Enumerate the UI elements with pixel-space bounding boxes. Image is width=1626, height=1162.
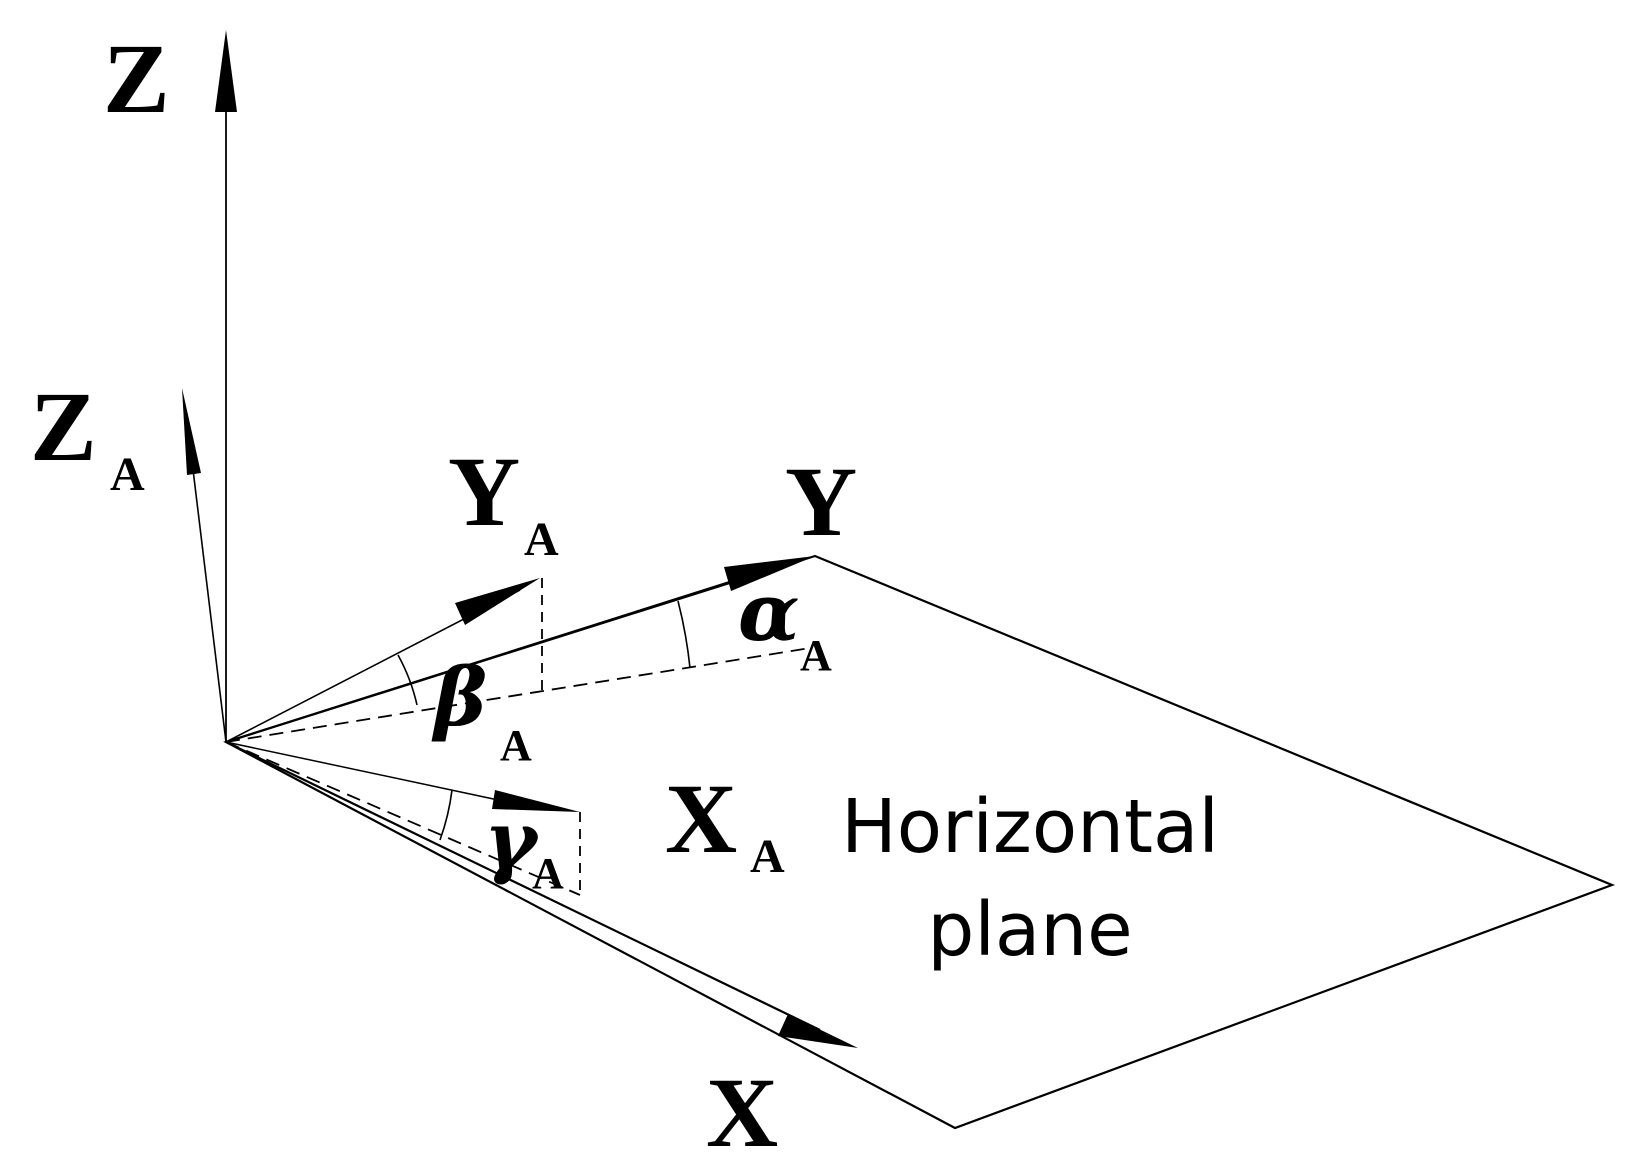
gamma-projection-dash	[225, 741, 581, 896]
xa-axis-label: X	[665, 763, 737, 874]
xa-axis-line	[225, 741, 546, 811]
y-axis-line	[225, 564, 781, 744]
beta-angle-subscript: A	[500, 721, 532, 770]
xa-axis-subscript: A	[750, 830, 785, 883]
z-axis-arrowhead	[215, 30, 237, 112]
xa-axis-arrowhead	[492, 790, 580, 812]
x-axis-arrowhead	[778, 1014, 858, 1048]
beta-angle-label: β	[431, 650, 487, 744]
gamma-angle-arc	[439, 789, 453, 841]
alpha-angle-label: α	[738, 565, 800, 659]
plane-label-line2: plane	[927, 887, 1132, 973]
za-axis-arrowhead	[182, 388, 201, 475]
plane-label-line1: Horizontal	[841, 784, 1219, 870]
ya-axis-label: Y	[448, 436, 520, 547]
ya-axis-arrowhead	[455, 578, 540, 625]
za-axis-subscript: A	[110, 448, 145, 501]
y-axis-arrowhead	[724, 556, 815, 591]
alpha-angle-subscript: A	[800, 631, 832, 680]
alpha-angle-arc	[677, 600, 691, 669]
za-axis-label: Z	[30, 371, 97, 482]
z-axis-label: Z	[103, 23, 170, 134]
beta-angle-arc	[397, 654, 418, 706]
x-axis-label: X	[706, 1057, 778, 1162]
y-axis-label: Y	[785, 446, 857, 557]
ya-axis-subscript: A	[524, 513, 559, 566]
gamma-angle-subscript: A	[532, 849, 564, 898]
gamma-angle-label: γ	[484, 793, 540, 887]
x-axis-line	[225, 741, 821, 1031]
alpha-projection-dash	[225, 647, 811, 743]
